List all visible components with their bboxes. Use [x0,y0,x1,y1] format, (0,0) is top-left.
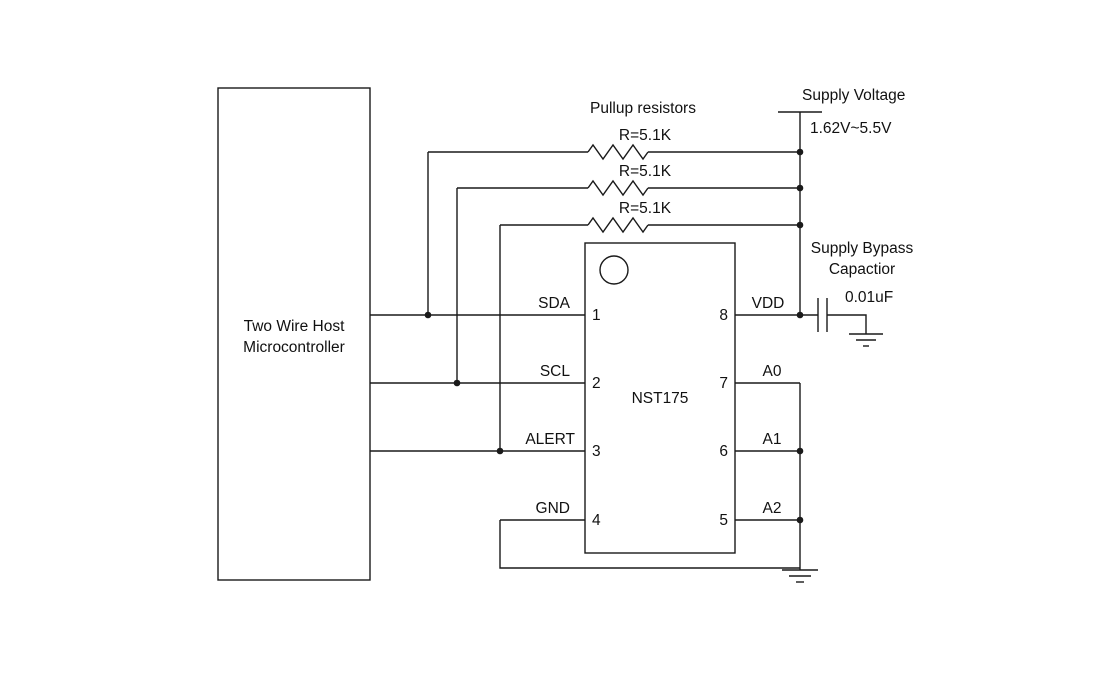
pin-number-3: 3 [592,443,601,460]
junction-rail-r1 [796,148,804,156]
junction-alert [496,447,504,455]
supply-voltage-title: Supply Voltage [802,87,905,104]
supply-voltage-range: 1.62V~5.5V [810,120,892,137]
pin-number-4: 4 [592,512,601,529]
resistor2-zigzag [587,179,649,197]
pin-label-a2: A2 [763,500,782,517]
pin1-marker-icon [599,255,629,285]
junction-rail-r3 [796,221,804,229]
bypass-title-line2: Capactior [829,261,895,278]
bypass-title-line1: Supply Bypass [811,240,914,257]
capacitor-value: 0.01uF [845,289,893,306]
pin-label-a1: A1 [763,431,782,448]
microcontroller-box [217,87,371,581]
resistor1-zigzag [587,143,649,161]
wire-capacitor-to-ground [827,314,867,334]
resistor3-value: R=5.1K [619,200,672,217]
junction-scl [453,379,461,387]
junction-rail-r2 [796,184,804,192]
resistor2-value: R=5.1K [619,163,672,180]
pin-number-8: 8 [719,307,728,324]
ic-name: NST175 [632,390,689,407]
pin-number-7: 7 [719,375,728,392]
pin-label-a0: A0 [763,363,782,380]
ground-symbol-main [782,568,818,583]
wire-gnd-return [499,520,800,569]
ic-body [584,242,736,554]
pullup-title: Pullup resistors [590,100,696,117]
microcontroller-label-line2: Microcontroller [243,339,345,356]
resistor1-value: R=5.1K [619,127,672,144]
junction-a2 [796,516,804,524]
pin-label-vdd: VDD [752,295,785,312]
pin-label-gnd: GND [536,500,570,517]
pin-number-6: 6 [719,443,728,460]
junction-sda [424,311,432,319]
pin-label-sda: SDA [538,295,571,312]
pin-label-alert: ALERT [525,431,575,448]
pin-label-scl: SCL [540,363,571,380]
junction-vdd [796,311,804,319]
pin-number-5: 5 [719,512,728,529]
ground-symbol-capacitor [849,333,883,347]
junction-a1 [796,447,804,455]
pin-number-1: 1 [592,307,601,324]
microcontroller-label-line1: Two Wire Host [244,318,345,335]
pin-number-2: 2 [592,375,601,392]
resistor3-zigzag [587,216,649,234]
